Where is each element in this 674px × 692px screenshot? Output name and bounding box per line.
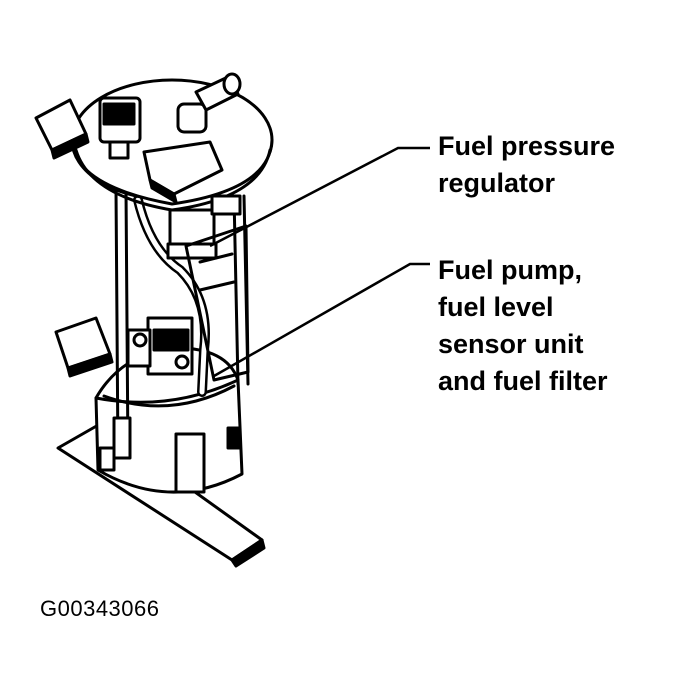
- fuel-pressure-regulator: [166, 208, 218, 260]
- callout-fuel-pressure-regulator: Fuel pressure regulator: [438, 128, 615, 202]
- callout-line: and fuel filter: [438, 366, 608, 396]
- figure-id: G00343066: [40, 596, 160, 621]
- callout-line: sensor unit: [438, 329, 584, 359]
- callout-fuel-pump: Fuel pump, fuel level sensor unit and fu…: [438, 252, 608, 400]
- fuel-pump-block: [126, 316, 194, 376]
- leader-line-pump: [213, 262, 430, 378]
- callout-line: Fuel pump,: [438, 255, 582, 285]
- electrical-connector: [34, 98, 90, 160]
- leader-lines: [209, 146, 430, 378]
- callout-line: regulator: [438, 168, 556, 198]
- fuel-reservoir-canister: [94, 346, 244, 494]
- flange-fittings: [98, 72, 242, 204]
- callout-line: fuel level: [438, 292, 554, 322]
- callout-line: Fuel pressure: [438, 131, 616, 161]
- leader-line-regulator: [209, 146, 430, 248]
- fuel-level-sensor: [54, 316, 114, 378]
- support-frame: [184, 224, 250, 382]
